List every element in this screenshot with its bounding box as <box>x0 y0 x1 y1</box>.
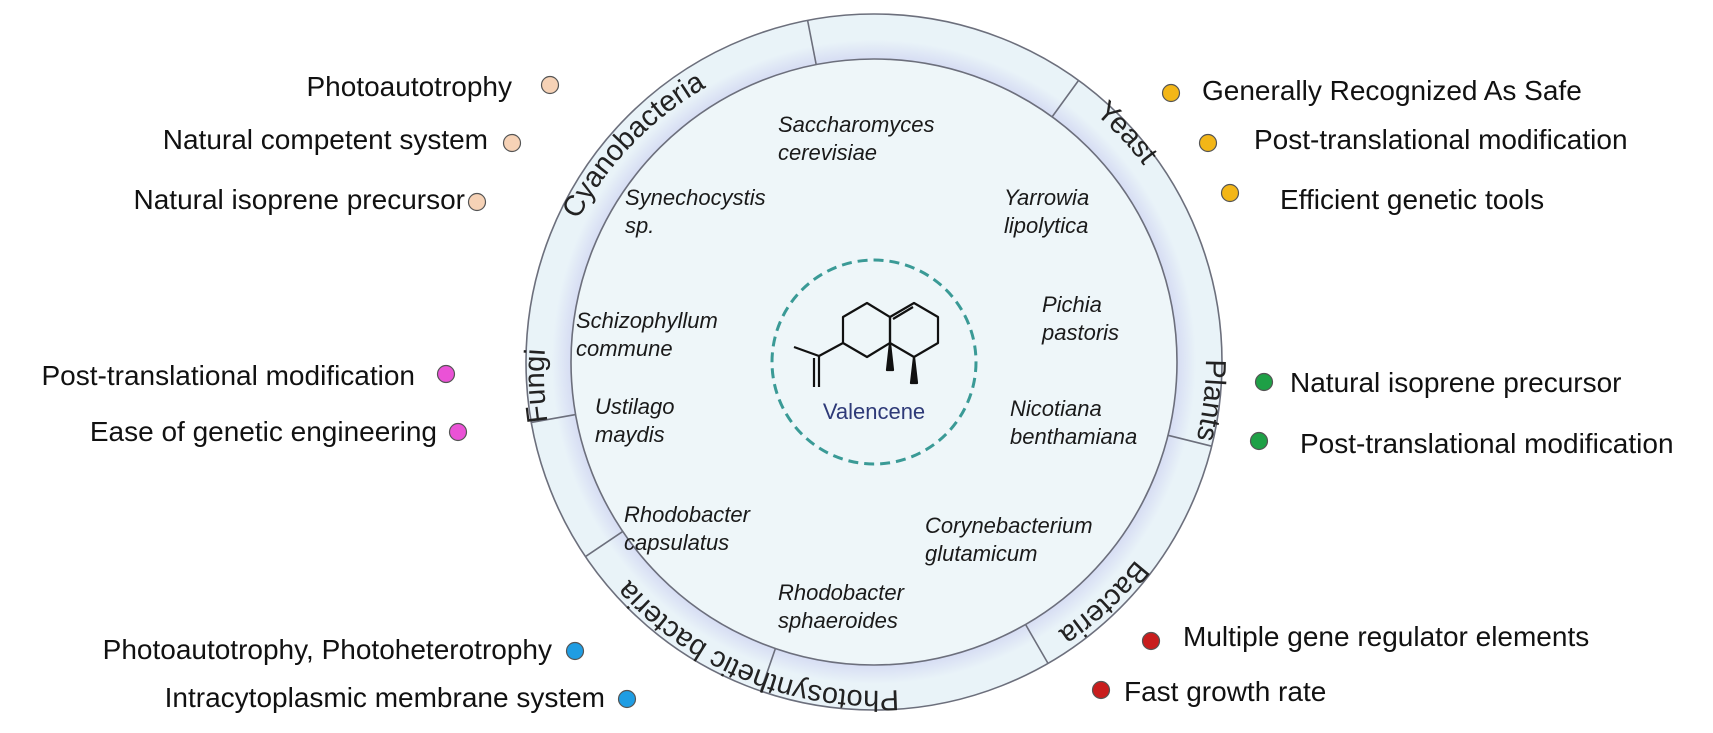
feature-text: Post-translational modification <box>1254 124 1628 155</box>
dashed-center-circle <box>770 258 978 466</box>
feature-bullet-icon <box>448 422 468 442</box>
segment-divider-line <box>1024 624 1049 664</box>
feature-text: Natural isoprene precursor <box>134 184 466 215</box>
segment-divider-line <box>1051 80 1080 118</box>
features-plants: Natural isoprene precursor Post-translat… <box>1249 367 1674 459</box>
feature-text: Intracytoplasmic membrane system <box>165 682 605 713</box>
feature-bullet-icon <box>1091 680 1111 700</box>
feature-bullet-icon <box>467 192 487 212</box>
feature-bullet-icon <box>436 364 456 384</box>
feature-text: Photoautotrophy, Photoheterotrophy <box>103 634 552 665</box>
valencene-center: Valencene <box>770 258 978 466</box>
segment-dividers <box>531 20 1212 692</box>
segment-divider-line <box>1167 434 1212 447</box>
feature-bullet-icon <box>1198 133 1218 153</box>
feature-bullet-icon <box>565 641 585 661</box>
feature-text: Photoautotrophy <box>307 71 513 102</box>
valencene-structure-icon <box>793 301 940 387</box>
feature-text: Generally Recognized As Safe <box>1202 75 1582 106</box>
feature-text: Post-translational modification <box>1300 428 1674 459</box>
feature-bullet-icon <box>502 133 522 153</box>
feature-text: Fast growth rate <box>1124 676 1326 707</box>
features-cyanobacteria: Photoautotrophy Natural competent system… <box>134 71 560 215</box>
features-bacteria: Multiple gene regulator elements Fast gr… <box>1091 621 1589 707</box>
features-fungi: Post-translational modification Ease of … <box>41 360 468 447</box>
feature-bullet-icon <box>1161 83 1181 103</box>
features-photosynthetic-bacteria: Photoautotrophy, Photoheterotrophy Intra… <box>103 634 637 713</box>
feature-text: Ease of genetic engineering <box>90 416 437 447</box>
segment-divider-line <box>759 648 777 692</box>
segment-divider-line <box>806 20 817 65</box>
feature-text: Efficient genetic tools <box>1280 184 1544 215</box>
feature-bullet-icon <box>1249 431 1269 451</box>
feature-bullet-icon <box>1141 631 1161 651</box>
feature-text: Post-translational modification <box>41 360 415 391</box>
feature-bullet-icon <box>1220 183 1240 203</box>
segment-divider-line <box>585 530 624 558</box>
feature-bullet-icon <box>540 75 560 95</box>
feature-text: Natural isoprene precursor <box>1290 367 1622 398</box>
features-yeast: Generally Recognized As Safe Post-transl… <box>1161 75 1628 215</box>
feature-text: Natural competent system <box>163 124 488 155</box>
organism-ring <box>525 13 1223 711</box>
feature-bullet-icon <box>1254 372 1274 392</box>
segment-divider-line <box>531 413 576 424</box>
center-label: Valencene <box>823 399 925 424</box>
feature-annotations: Photoautotrophy Natural competent system… <box>41 71 1673 713</box>
segment-label-fungi: Fungi <box>519 348 555 425</box>
feature-text: Multiple gene regulator elements <box>1183 621 1589 652</box>
feature-bullet-icon <box>617 689 637 709</box>
